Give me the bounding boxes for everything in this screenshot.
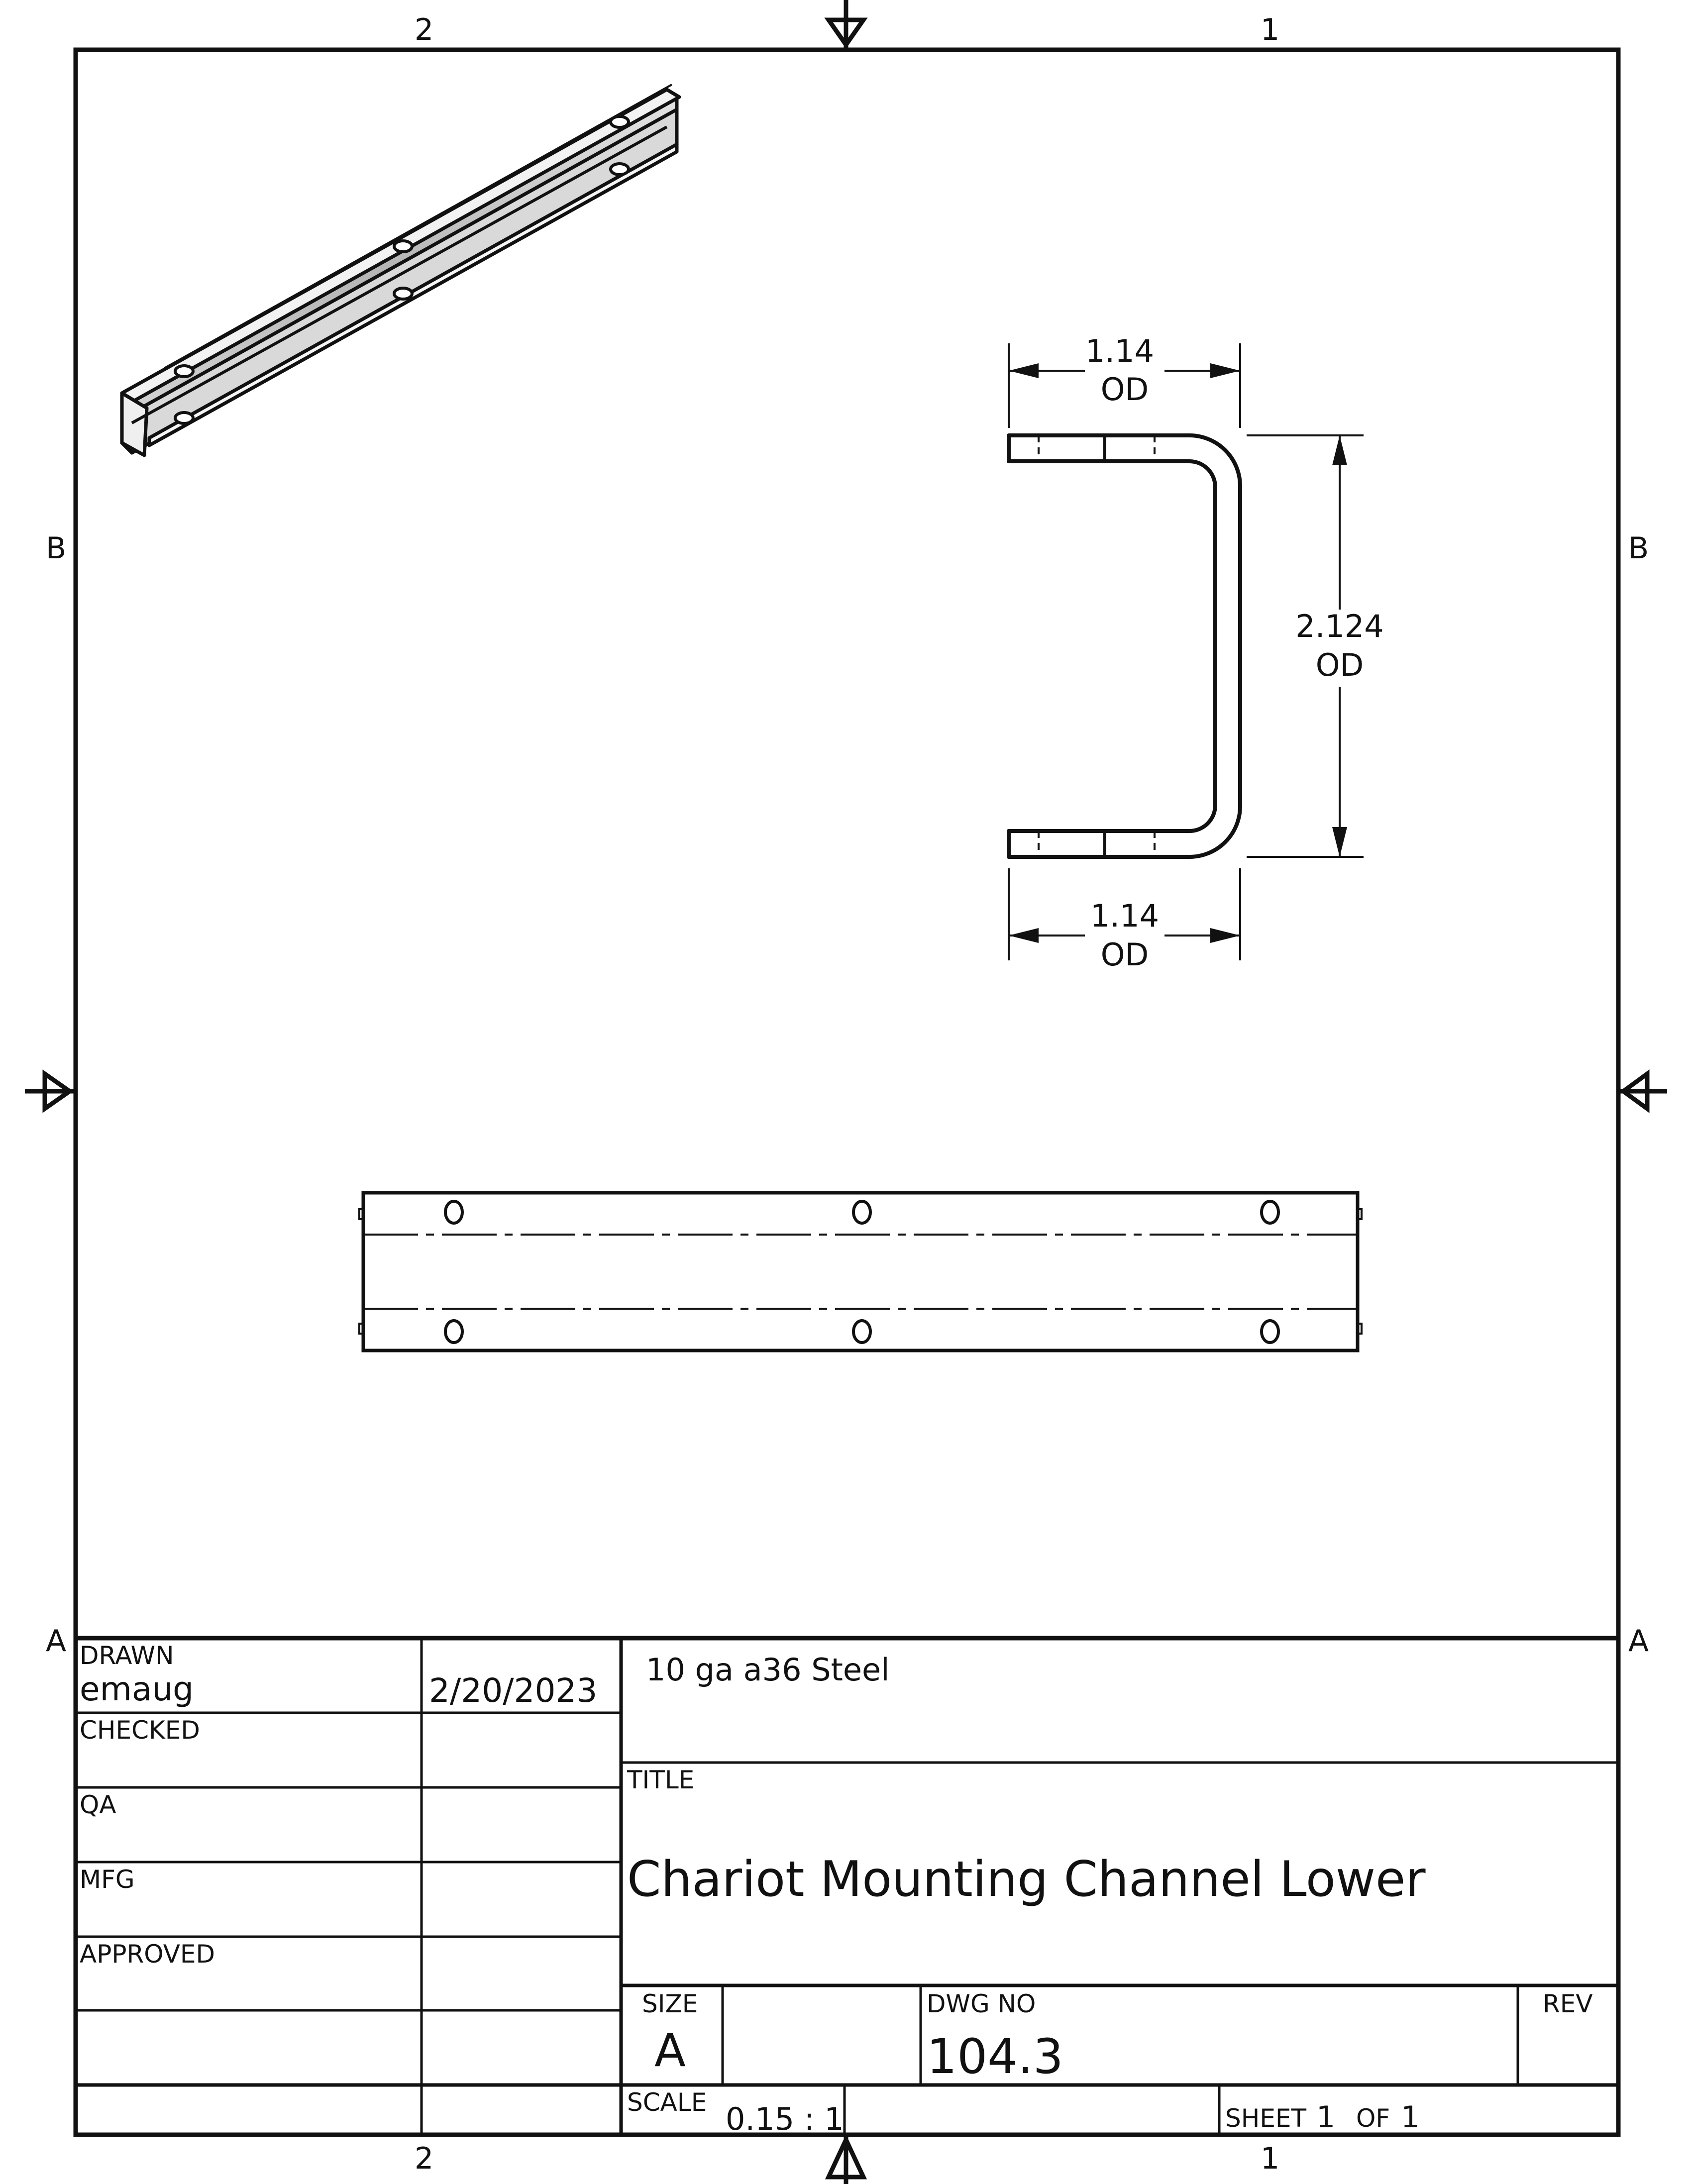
zone-bottom-1: 1 (1261, 2141, 1280, 2176)
zone-right-a: A (1628, 1624, 1649, 1659)
isometric-view (120, 84, 681, 457)
dwg-no-value: 104.3 (927, 2029, 1063, 2084)
title-block-grid (76, 1636, 1618, 2135)
dim-top-width-value: 1.14 (1085, 333, 1155, 369)
zone-left-a: A (46, 1624, 67, 1659)
zone-top-2: 2 (415, 12, 434, 47)
dim-bottom-width-value: 1.14 (1090, 898, 1160, 934)
centering-marks (25, 0, 1667, 2184)
dim-height-note: OD (1315, 647, 1364, 683)
sheet-label: SHEET (1225, 2104, 1307, 2133)
title-label: TITLE (627, 1766, 695, 1794)
drawn-date: 2/20/2023 (429, 1671, 598, 1710)
sheet-total: 1 (1401, 2100, 1420, 2135)
mfg-label: MFG (80, 1865, 135, 1894)
zone-top-1: 1 (1261, 12, 1280, 47)
scale-value: 0.15 : 1 (726, 2101, 844, 2137)
size-label: SIZE (642, 1989, 698, 2018)
of-label: OF (1356, 2104, 1390, 2133)
material-note: 10 ga a36 Steel (646, 1652, 890, 1688)
dim-height-value: 2.124 (1295, 608, 1384, 644)
approved-label: APPROVED (80, 1940, 215, 1969)
rev-label: REV (1543, 1989, 1593, 2018)
dim-top-width-note: OD (1100, 371, 1149, 408)
front-view (358, 1191, 1363, 1352)
drawn-label: DRAWN (80, 1641, 174, 1670)
zone-right-b: B (1628, 531, 1649, 566)
sheet-border (73, 47, 1621, 2137)
dim-bottom-width-note: OD (1100, 936, 1149, 973)
qa-label: QA (80, 1790, 116, 1819)
zone-left-b: B (46, 531, 67, 566)
size-value: A (654, 2024, 686, 2077)
checked-label: CHECKED (80, 1716, 200, 1745)
zone-bottom-2: 2 (415, 2141, 434, 2176)
drawing-title: Chariot Mounting Channel Lower (627, 1851, 1426, 1908)
sheet-value: 1 (1316, 2100, 1336, 2135)
dwg-no-label: DWG NO (927, 1989, 1036, 2018)
scale-label: SCALE (627, 2088, 707, 2117)
drawn-by: emaug (80, 1670, 194, 1708)
end-view (1007, 433, 1242, 859)
dimension-lines (1008, 343, 1364, 960)
